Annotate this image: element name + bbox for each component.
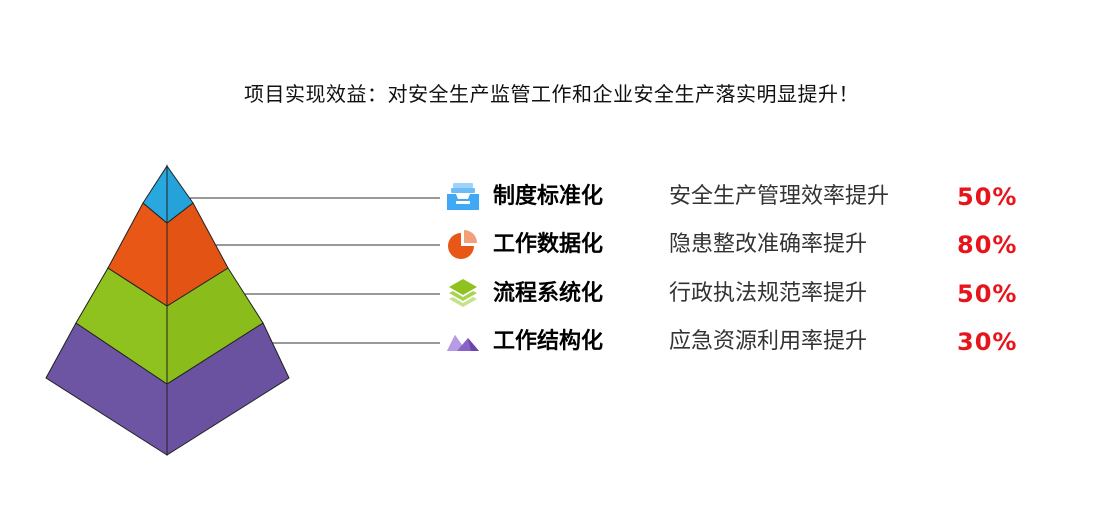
item-name: 工作结构化 — [493, 329, 604, 354]
list-item-2: 工作数据化 隐患整改准确率提升 80% — [445, 228, 1065, 262]
item-name: 流程系统化 — [493, 281, 604, 306]
list-item-4: 工作结构化 应急资源利用率提升 30% — [445, 325, 1065, 359]
mountain-icon — [447, 335, 479, 351]
item-metric: 行政执法规范率提升 — [669, 281, 868, 306]
headline: 项目实现效益：对安全生产监管工作和企业安全生产落实明显提升！ — [244, 82, 859, 106]
item-metric: 隐患整改准确率提升 — [669, 232, 868, 257]
inbox-tray-icon — [447, 183, 479, 210]
item-value: 50% — [957, 183, 1018, 211]
item-name: 制度标准化 — [493, 184, 604, 209]
pie-chart-icon — [448, 230, 477, 259]
layers-icon — [449, 279, 477, 307]
item-value: 50% — [957, 280, 1018, 308]
item-value: 30% — [957, 328, 1018, 356]
item-metric: 应急资源利用率提升 — [669, 329, 868, 354]
list-item-1: 制度标准化 安全生产管理效率提升 50% — [445, 180, 1065, 214]
item-value: 80% — [957, 231, 1018, 259]
item-metric: 安全生产管理效率提升 — [669, 184, 890, 209]
list-item-3: 流程系统化 行政执法规范率提升 50% — [445, 277, 1065, 311]
item-name: 工作数据化 — [493, 232, 604, 257]
